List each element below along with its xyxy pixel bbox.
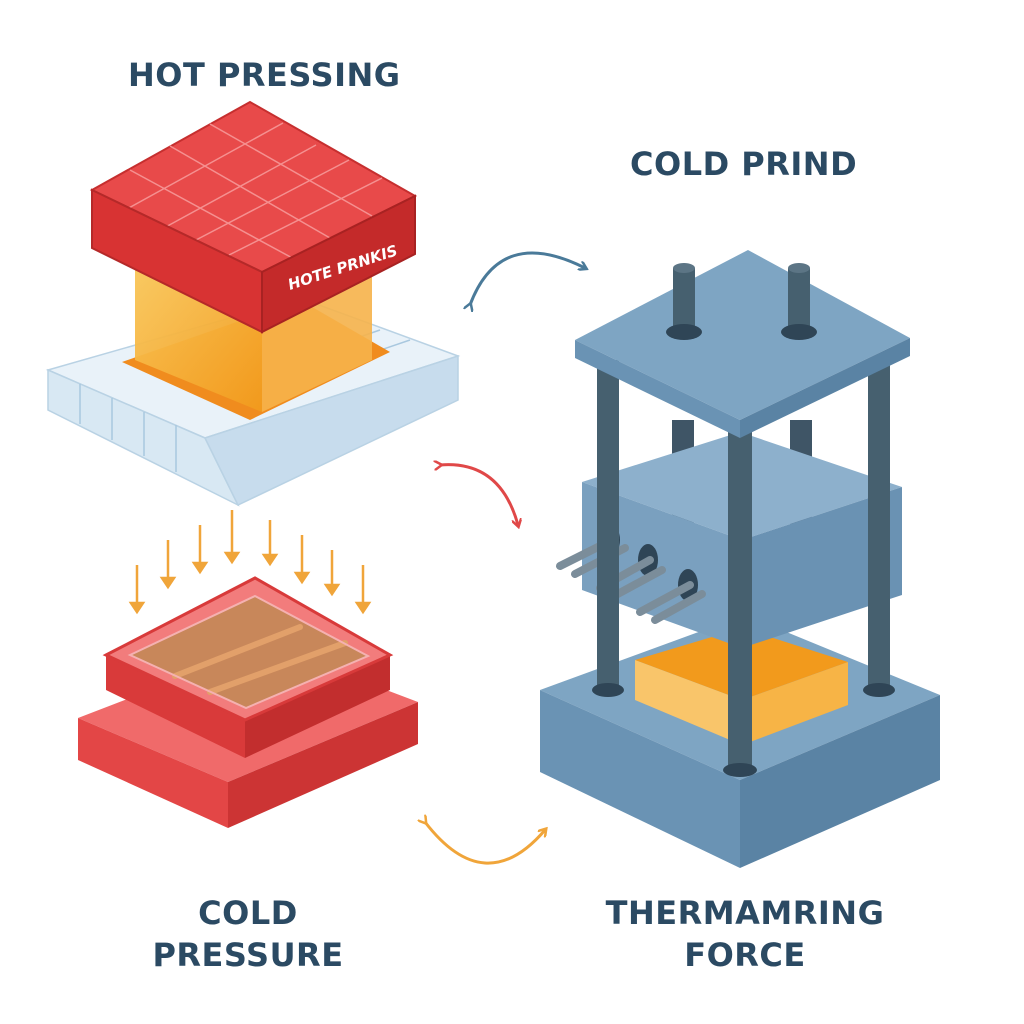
cold-pressure-title: COLD PRESSURE <box>152 892 343 976</box>
pressure-down-arrow <box>293 535 311 585</box>
hydraulic-press-illustration <box>540 250 940 868</box>
pressure-down-arrow <box>323 550 341 597</box>
thermamring-line1: THERMAMRING <box>605 894 885 932</box>
press-top-plate-left <box>575 340 740 438</box>
hot-platen-grid <box>126 122 383 261</box>
hot-press-base-right <box>203 354 459 506</box>
pressure-down-arrow <box>354 565 372 615</box>
press-mold-left <box>635 660 742 745</box>
press-top-posts <box>666 263 817 340</box>
press-front-pillars <box>597 360 890 770</box>
press-platen-left <box>582 482 742 648</box>
cycle-arrow-blue-icon <box>470 251 585 305</box>
hot-platen-right <box>261 194 416 334</box>
press-top-plate-top <box>575 250 910 420</box>
cycle-arrow-orange-icon <box>425 822 545 865</box>
pressure-down-arrow <box>191 525 209 575</box>
thermamring-force-title: THERMAMRING FORCE <box>606 892 885 976</box>
cold-tray-rods <box>172 624 348 695</box>
press-platen-right <box>742 487 902 648</box>
pressure-down-arrow <box>128 565 146 615</box>
thermamring-line2: FORCE <box>684 936 806 974</box>
cold-base-right <box>228 702 418 828</box>
press-mold-right <box>742 662 848 745</box>
cold-prind-title: COLD PRIND <box>630 145 858 183</box>
cold-pressure-line2: PRESSURE <box>152 936 344 974</box>
press-top-plate-right <box>740 338 910 438</box>
hot-pressing-illustration: HOTE PRNKIS <box>45 100 461 507</box>
pressure-down-arrows <box>128 510 372 615</box>
press-pillar <box>868 360 890 690</box>
cold-tray-material <box>130 596 368 708</box>
press-pillar <box>728 420 752 770</box>
press-base-right <box>740 695 940 868</box>
press-base-left <box>540 690 740 868</box>
cold-pressure-line1: COLD <box>198 894 298 932</box>
pressure-down-arrow <box>261 520 279 567</box>
hot-pressing-title: HOT PRESSING <box>128 56 401 94</box>
cycle-arrow-red-icon <box>440 465 518 525</box>
pressure-down-arrow <box>223 510 241 565</box>
cold-tray-left <box>106 655 245 758</box>
pressure-down-arrow <box>159 540 177 590</box>
cold-base-left <box>78 718 228 828</box>
cold-pressure-illustration <box>78 510 418 828</box>
press-pillar <box>597 360 619 690</box>
cold-tray-right <box>245 655 390 758</box>
